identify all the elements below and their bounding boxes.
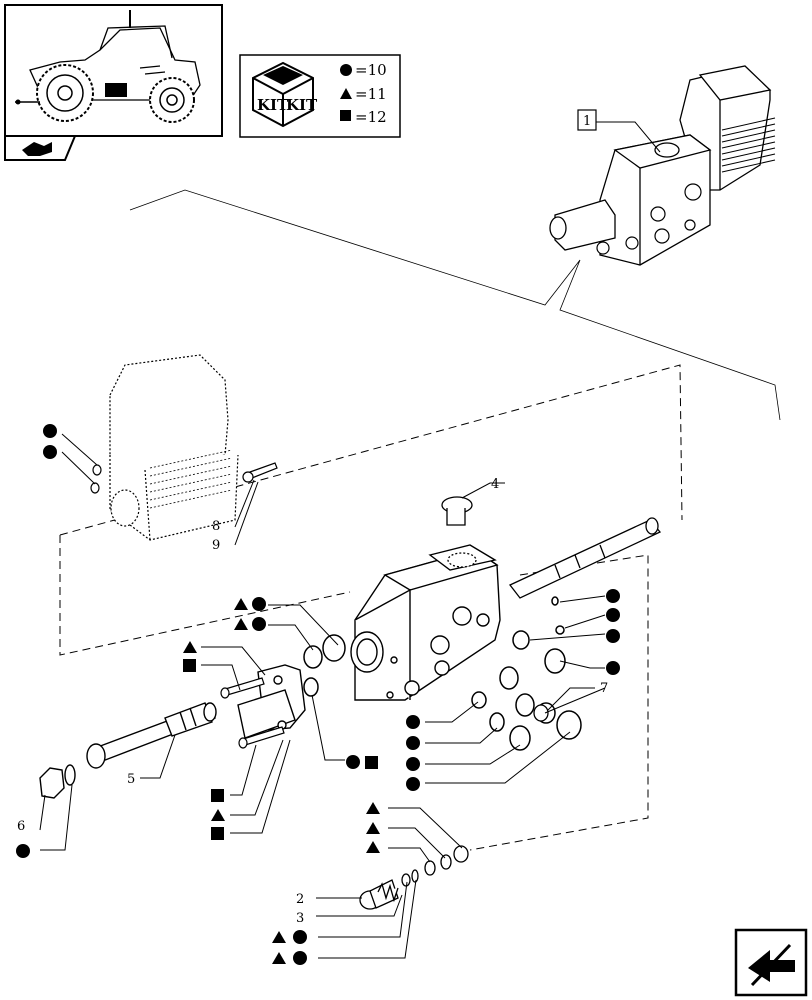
adjacent-section-ghost xyxy=(109,354,239,541)
main-valve-section xyxy=(350,544,501,701)
part-number-3: 3 xyxy=(296,911,304,926)
spring-assembly xyxy=(359,704,549,910)
legend-circle-value: =10 xyxy=(355,61,387,79)
cover-plate xyxy=(237,664,306,739)
plug xyxy=(441,496,477,568)
spool xyxy=(508,517,662,599)
kit-markers xyxy=(16,424,620,965)
part-number-6: 6 xyxy=(17,819,25,834)
part-number-9: 9 xyxy=(212,538,220,553)
valve-assembly-overview xyxy=(549,65,776,266)
kit-label-right: KIT xyxy=(286,96,318,114)
gearbox-icon xyxy=(4,135,77,161)
overview-leader-lines xyxy=(129,189,781,421)
o-ring xyxy=(92,464,102,476)
control-spool xyxy=(86,702,217,769)
legend-circle-symbol xyxy=(340,64,352,76)
legend-triangle-symbol xyxy=(340,88,352,99)
callout-1: 1 xyxy=(577,109,661,153)
part-number-4: 4 xyxy=(491,477,499,492)
legend-square-value: =12 xyxy=(355,108,387,126)
kit-label-left: KIT xyxy=(257,96,289,114)
leader-lines xyxy=(39,433,606,959)
kit-box-icon: KIT KIT xyxy=(252,61,318,128)
kit-legend: KIT KIT =10 =11 =12 xyxy=(239,54,401,138)
part-number-2: 2 xyxy=(296,892,304,907)
o-rings-left xyxy=(303,634,346,697)
legend-square-symbol xyxy=(340,110,351,121)
part-number-7: 7 xyxy=(600,681,608,696)
o-ring xyxy=(90,482,100,494)
legend-triangle-value: =11 xyxy=(355,85,387,103)
next-page-arrow-icon[interactable] xyxy=(734,928,808,997)
part-number-8: 8 xyxy=(212,519,220,534)
ghost-fins xyxy=(149,449,233,509)
end-nut xyxy=(39,764,76,799)
bolt xyxy=(242,462,278,483)
callout-1-label: 1 xyxy=(583,114,591,129)
bolts-plate xyxy=(220,677,285,749)
tractor-thumbnail xyxy=(4,4,223,137)
section-dashed-frame xyxy=(59,364,683,851)
part-number-5: 5 xyxy=(127,772,135,787)
